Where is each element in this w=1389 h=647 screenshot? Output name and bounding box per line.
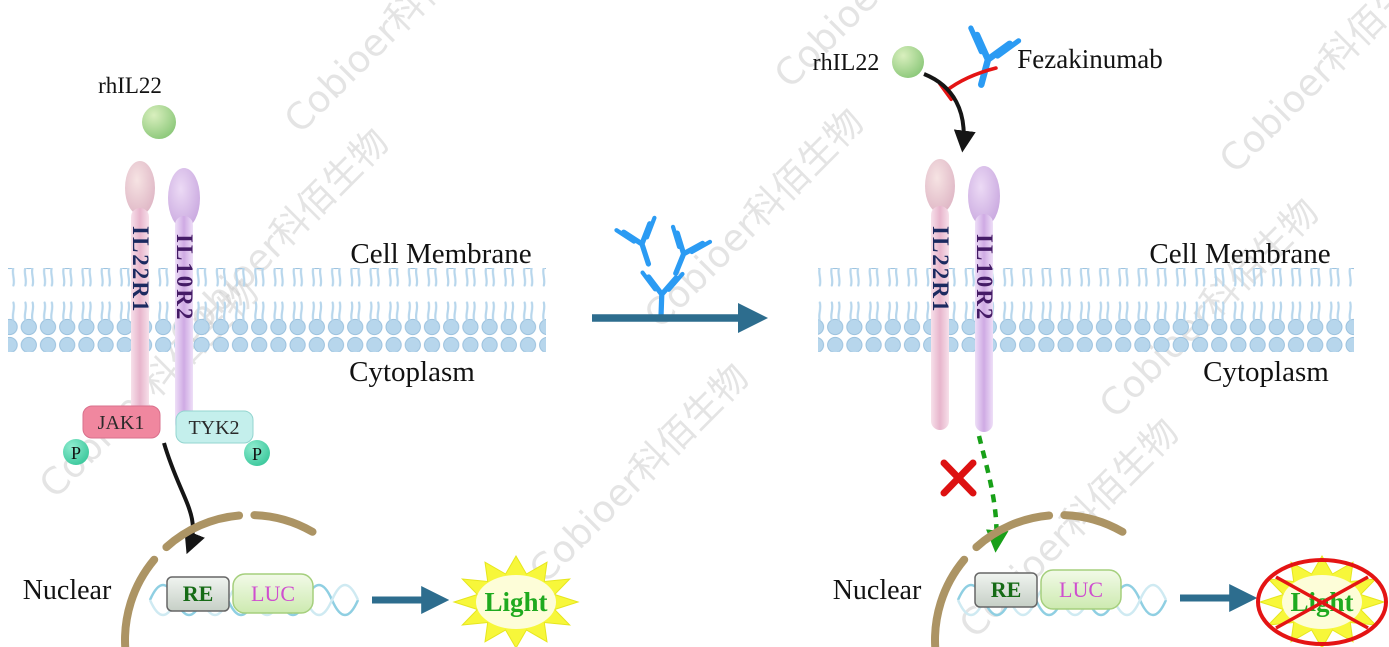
il22r1-receptor-stem — [131, 208, 149, 432]
jak1-label: JAK1 — [98, 412, 145, 434]
left-panel: Cell Membrane Cytoplasm IL22R1 IL10R2 rh… — [8, 73, 579, 647]
response-element-box — [166, 576, 230, 612]
phospho-label: P — [71, 443, 81, 463]
signal-arrow — [162, 442, 205, 555]
rhil22-label: rhIL22 — [98, 73, 162, 98]
il10r2-receptor-stem — [175, 216, 193, 432]
jak1-box — [82, 405, 161, 439]
fezakinumab-label: Fezakinumab — [1017, 44, 1162, 74]
il22r1-receptor-stem — [931, 206, 949, 430]
phospho-icon — [63, 439, 89, 465]
cytoplasm-label: Cytoplasm — [1203, 356, 1329, 388]
cytoplasm-label: Cytoplasm — [349, 356, 475, 388]
luciferase-box — [1040, 569, 1122, 610]
response-element-box — [974, 572, 1038, 608]
il22r1-extracellular-domain — [925, 159, 955, 213]
nuclear-envelope — [931, 511, 1127, 647]
tyk2-label: TYK2 — [188, 417, 239, 439]
nuclear-label: Nuclear — [23, 575, 112, 606]
watermark-text: Cobioer科佰生物 — [766, 0, 1002, 96]
ligand-binding-arrow — [923, 72, 976, 153]
rhil22-ligand-icon — [892, 46, 924, 78]
rhil22-label: rhIL22 — [813, 50, 880, 76]
il10r2-receptor-stem — [975, 214, 993, 432]
transition — [592, 218, 768, 333]
luciferase-label: LUC — [1059, 577, 1103, 602]
fezakinumab-antibody-icon — [957, 28, 1018, 91]
cell-membrane-bilayer — [8, 268, 546, 352]
cell-membrane-bilayer — [818, 268, 1354, 352]
il22r1-extracellular-domain — [125, 161, 155, 215]
il10r2-label: IL10R2 — [172, 234, 197, 321]
cell-membrane-label: Cell Membrane — [350, 238, 531, 270]
response-element-label: RE — [183, 581, 214, 606]
cell-membrane-label: Cell Membrane — [1149, 238, 1330, 270]
right-panel: Cell Membrane Cytoplasm rhIL22 Fezakinum… — [813, 28, 1388, 647]
luciferase-box — [232, 573, 314, 614]
watermark-text: Cobioer科佰生物 — [521, 355, 757, 591]
light-label: Light — [484, 587, 547, 617]
nuclear-label: Nuclear — [833, 575, 922, 606]
il22r1-label: IL22R1 — [128, 226, 153, 313]
il10r2-extracellular-domain — [968, 166, 1000, 226]
nuclear-envelope — [121, 511, 317, 647]
il10r2-extracellular-domain — [168, 168, 200, 228]
phospho-icon — [244, 440, 270, 466]
rhil22-ligand-icon — [142, 105, 176, 139]
response-element-label: RE — [991, 577, 1022, 602]
no-light-prohibition-icon — [1256, 558, 1388, 646]
watermark-text: Cobioer科佰生物 — [276, 0, 512, 141]
watermark-text: Cobioer科佰生物 — [1211, 0, 1389, 181]
blocked-x-icon — [940, 459, 977, 497]
il22r1-label: IL22R1 — [928, 226, 953, 313]
il10r2-label: IL10R2 — [972, 234, 997, 321]
luciferase-label: LUC — [251, 581, 295, 606]
phospho-label: P — [252, 444, 262, 464]
antibody-icon — [616, 218, 667, 270]
tyk2-box — [175, 410, 254, 444]
